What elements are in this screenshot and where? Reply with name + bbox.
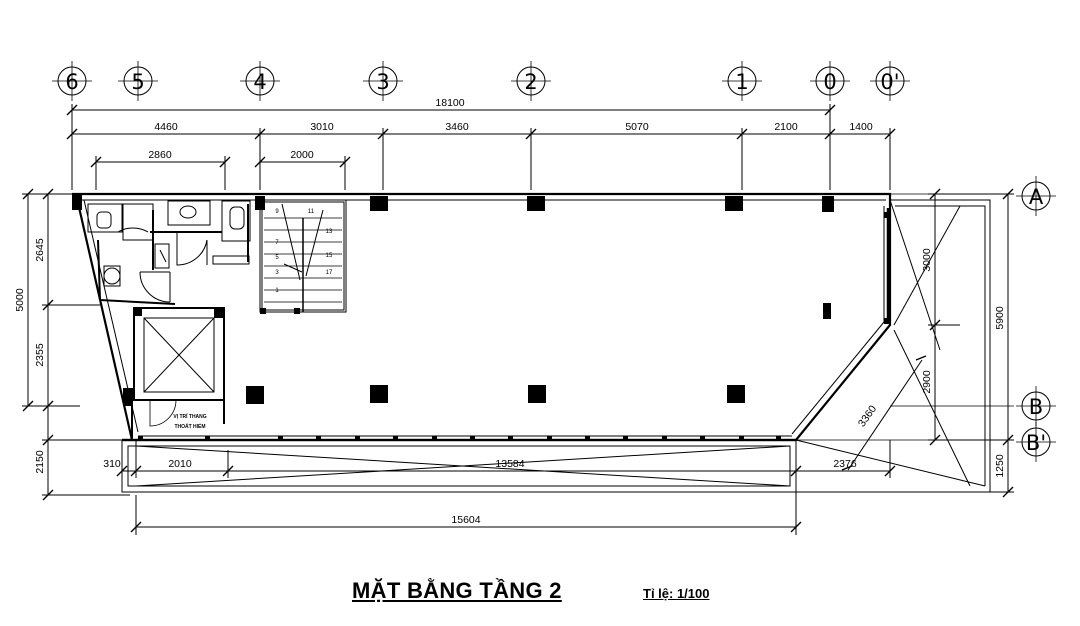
dim-sub-2: 2000 — [290, 149, 314, 161]
dim-bottom-1: 310 — [103, 458, 121, 470]
dim-chain-bottom: 310 2010 13584 2376 15604 — [103, 440, 896, 535]
dim-left-total: 5000 — [14, 288, 26, 312]
dim-chain-right: 3000 2900 5900 1250 — [921, 188, 1014, 498]
dim-chain-top: 4460 3010 3460 5070 2100 1400 — [66, 121, 896, 190]
dim-right-3: 1250 — [994, 454, 1006, 478]
dim-left-2: 2355 — [34, 343, 46, 367]
stair-step-7: 7 — [275, 240, 279, 246]
axis-bubble-0: 0 — [810, 61, 850, 101]
dim-bottom-2: 2010 — [168, 458, 192, 470]
balcony-right — [795, 199, 991, 493]
dim-total-top: 18100 — [435, 97, 464, 109]
axis-label-5: 5 — [131, 70, 144, 94]
building-outline — [72, 192, 892, 442]
axis-label-1: 1 — [735, 70, 748, 94]
dim-diagonal: 3360 — [841, 355, 927, 471]
axis-label-6: 6 — [65, 70, 78, 94]
axis-bubble-1: 1 — [722, 61, 762, 101]
axis-bubble-2: 2 — [511, 61, 551, 101]
dim-right-2: 2900 — [921, 370, 933, 394]
dim-chain-total-top: 18100 — [66, 97, 836, 135]
stair-step-17: 17 — [326, 270, 333, 276]
stair-step-11: 11 — [308, 209, 315, 215]
axis-bubble-B-prime: B' — [1016, 422, 1056, 462]
dim-left-1: 2645 — [34, 238, 46, 262]
axis-label-B: B — [1029, 395, 1043, 419]
dim-top-5: 2100 — [774, 121, 798, 133]
axis-label-A: A — [1029, 185, 1044, 209]
dim-bottom-3: 13584 — [495, 458, 524, 470]
drawing-scale: Tỉ lệ: 1/100 — [643, 586, 710, 601]
dim-left-3: 2150 — [34, 450, 46, 474]
stair-step-5: 5 — [275, 255, 279, 261]
elevator-shaft: VỊ TRÍ THANG THOÁT HIỂM — [131, 307, 225, 438]
axis-label-2: 2 — [524, 70, 537, 94]
dim-top-4: 5070 — [625, 121, 649, 133]
axis-bubble-A: A — [1016, 176, 1056, 216]
exit-stair-label-2: THOÁT HIỂM — [174, 423, 205, 430]
drawing-title: MẶT BẰNG TẦNG 2 — [352, 578, 562, 603]
dim-diag: 3360 — [856, 403, 879, 429]
stair-step-9: 9 — [275, 209, 279, 215]
axis-label-4: 4 — [253, 70, 266, 94]
axis-bubble-0-prime: 0' — [870, 61, 910, 101]
dim-top-1: 4460 — [154, 121, 178, 133]
dim-top-6: 1400 — [849, 121, 873, 133]
axis-label-3: 3 — [376, 70, 389, 94]
dim-right-total: 5900 — [994, 306, 1006, 330]
window-marks — [138, 212, 890, 441]
axis-label-0: 0 — [823, 70, 836, 94]
dim-top-2: 3010 — [310, 121, 334, 133]
axis-bubble-3: 3 — [363, 61, 403, 101]
dim-chain-sub: 2860 2000 — [90, 149, 351, 190]
dim-bottom-4: 2376 — [833, 458, 857, 470]
balcony-bottom — [121, 439, 797, 493]
dim-sub-1: 2860 — [148, 149, 172, 161]
stair-step-1: 1 — [275, 288, 279, 294]
dim-top-3: 3460 — [445, 121, 469, 133]
dim-right-1: 3000 — [921, 248, 933, 272]
stair-step-15: 15 — [326, 253, 333, 259]
exit-stair-label-1: VỊ TRÍ THANG — [173, 412, 206, 420]
dim-chain-left: 5000 2645 2355 2150 — [14, 188, 130, 501]
stair-step-3: 3 — [275, 270, 279, 276]
wc-area — [87, 200, 251, 305]
axis-bubble-B: B — [1016, 386, 1056, 426]
dim-bottom-total: 15604 — [451, 514, 480, 526]
stair-step-13: 13 — [326, 229, 333, 235]
axis-bubble-4: 4 — [240, 61, 280, 101]
axis-label-B-prime: B' — [1026, 431, 1046, 455]
staircase: 9 11 7 13 5 15 3 17 1 — [259, 199, 347, 314]
structural-columns — [72, 194, 834, 406]
axis-bubble-5: 5 — [118, 61, 158, 101]
axis-bubble-6: 6 — [52, 61, 92, 101]
axis-label-0-prime: 0' — [880, 70, 899, 94]
